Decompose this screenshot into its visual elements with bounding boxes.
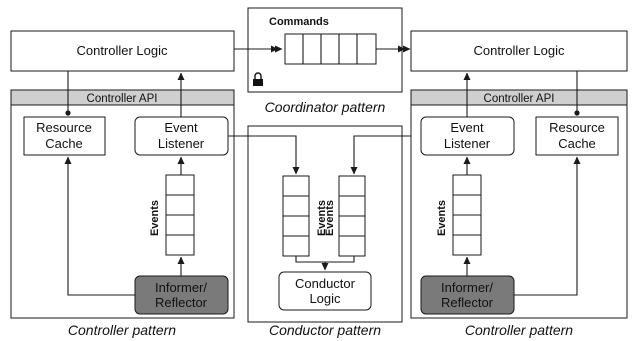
left-events-queue	[165, 174, 195, 256]
conductor-logic-box	[278, 271, 372, 311]
left-event-listener-line1: Event	[164, 120, 198, 135]
left-event-listener-line2: Listener	[158, 136, 205, 151]
conductor-logic-line1: Conductor	[295, 276, 356, 291]
commands-queue-outline	[284, 33, 377, 65]
right-listener-to-conductor-arrow	[350, 135, 421, 175]
left-events-label: Events	[149, 200, 161, 236]
right-informer-to-cache-arrow	[514, 156, 581, 296]
right-controller-api-label: Controller API	[484, 93, 555, 105]
left-informer-to-cache-arrow	[64, 156, 135, 296]
lock-icon	[253, 72, 263, 86]
right-controller-logic-box	[410, 30, 628, 72]
conductor-events-label-a: Events	[316, 200, 328, 236]
commands-queue	[284, 33, 377, 65]
left-controller-api-band	[10, 89, 235, 106]
left-resource-cache-line2: Cache	[45, 136, 83, 151]
right-controller-api-band	[410, 89, 628, 106]
left-controller-pattern: Controller Logic Controller API Resource…	[10, 30, 235, 338]
left-resource-cache-line1: Resource	[36, 120, 92, 135]
left-resource-cache-box	[23, 116, 106, 156]
coordinator-caption: Coordinator pattern	[265, 99, 386, 115]
coordinator-pattern: Commands Coordinator pattern	[234, 7, 411, 115]
right-events-queue	[452, 174, 482, 256]
left-controller-logic-box	[10, 30, 235, 72]
right-resource-cache-box	[535, 116, 619, 156]
right-informer-line1: Informer/	[441, 280, 493, 295]
right-informer-line2: Reflector	[441, 295, 494, 310]
commands-label: Commands	[269, 16, 329, 28]
conductor-queue-left	[282, 175, 310, 257]
right-caption: Controller pattern	[465, 322, 573, 338]
right-events-label: Events	[436, 200, 448, 236]
left-informer-line1: Informer/	[155, 280, 207, 295]
left-controller-logic-label: Controller Logic	[76, 43, 168, 58]
right-event-listener-line1: Event	[450, 120, 484, 135]
commands-in-arrowhead	[271, 45, 278, 53]
conductor-pattern: Events Events Conductor Logic Conductor …	[228, 125, 421, 338]
left-controller-api-label: Controller API	[87, 93, 158, 105]
right-controller-logic-label: Controller Logic	[473, 43, 565, 58]
conductor-logic-line2: Logic	[309, 291, 341, 306]
left-informer-line2: Reflector	[155, 295, 208, 310]
right-event-listener-line2: Listener	[444, 136, 491, 151]
conductor-events-label-b: Events	[324, 200, 336, 236]
right-resource-cache-line1: Resource	[549, 120, 605, 135]
left-caption: Controller pattern	[68, 322, 176, 338]
right-resource-cache-line2: Cache	[558, 136, 596, 151]
conductor-caption: Conductor pattern	[269, 322, 381, 338]
left-listener-to-conductor-arrow	[228, 135, 300, 175]
conductor-queue-right	[338, 175, 366, 257]
commands-out-arrowhead	[398, 45, 405, 53]
right-controller-pattern: Controller Logic Controller API Event Li…	[410, 30, 628, 338]
